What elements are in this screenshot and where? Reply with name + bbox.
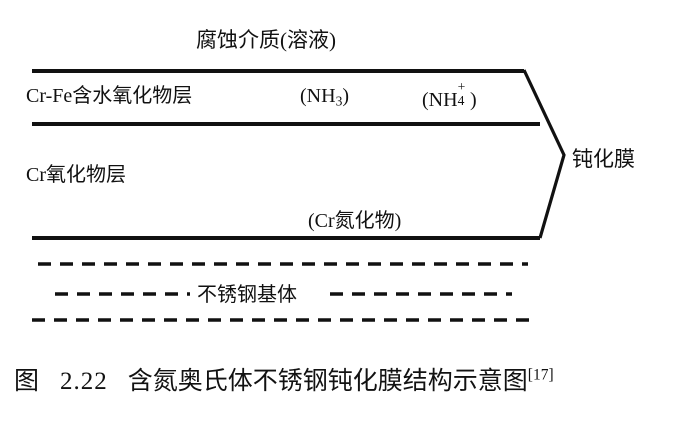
passive-film-label: 钝化膜 bbox=[572, 148, 635, 171]
ammonium-close-paren: ) bbox=[469, 89, 477, 111]
layer-label-cr-fe-hydrous-oxide: Cr-Fe含水氧化物层 bbox=[26, 85, 193, 107]
ammonia-subscript: 3 bbox=[335, 93, 343, 109]
substrate-label: 不锈钢基体 bbox=[197, 284, 297, 306]
ammonium-charge-stack: +4 bbox=[457, 80, 470, 108]
caption-title: 含氮奥氏体不锈钢钝化膜结构示意图 bbox=[127, 368, 528, 395]
ammonium-subscript: 4 bbox=[457, 92, 465, 108]
ammonium-open-paren: ( bbox=[422, 89, 429, 111]
species-ammonia: (NH3) bbox=[300, 86, 349, 108]
ammonium-base: NH bbox=[428, 89, 458, 111]
caption-figure-number: 2.22 bbox=[60, 368, 108, 395]
passive-film-bracket bbox=[522, 69, 566, 239]
caption-reference: [17] bbox=[527, 366, 554, 384]
layer-sublabel-cr-nitride: (Cr氮化物) bbox=[308, 210, 402, 232]
corrosive-medium-label: 腐蚀介质(溶液) bbox=[196, 28, 336, 52]
ammonium-superscript: + bbox=[457, 79, 466, 95]
species-ammonium: (NH+4) bbox=[422, 80, 477, 111]
layer-label-cr-oxide: Cr氧化物层 bbox=[26, 164, 126, 186]
ammonia-base: NH bbox=[306, 85, 336, 107]
figure-caption: 图 2.22 含氮奥氏体不锈钢钝化膜结构示意图[17] bbox=[14, 361, 554, 397]
ammonia-open-paren: ( bbox=[300, 85, 307, 107]
ammonia-close-paren: ) bbox=[342, 85, 350, 107]
caption-figure-word: 图 bbox=[14, 368, 41, 395]
